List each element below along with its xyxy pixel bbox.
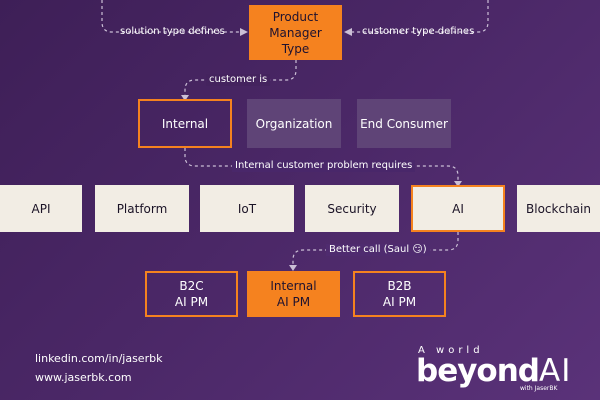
arrow-head [289,265,297,271]
pm-type-line2: Manager [269,25,322,40]
customer-internal-box: Internal [138,99,232,148]
label-better-call: Better call (Saul 😏) [326,244,430,256]
b2b-ai-pm-box: B2B AI PM [353,271,446,317]
solution-platform-box: Platform [95,185,189,232]
solution-api-label: API [31,201,51,216]
logo-wordmark: beyondAI [416,355,571,387]
internal-ai-pm-box: Internal AI PM [247,271,340,317]
b2c-ai-pm-line2: AI PM [174,295,209,309]
arrow-head [454,181,462,187]
arrow-head [240,28,248,36]
solution-ai-box: AI [411,185,505,232]
label-customer-type: customer type defines [362,26,475,37]
pm-type-line3: Type [281,41,310,56]
solution-iot-box: IoT [200,185,294,232]
pm-type-line1: Product [272,9,319,24]
logo-with-jaserbk: with JaserBK [520,385,558,392]
solution-iot-label: IoT [237,201,257,216]
solution-api-box: API [0,185,82,232]
arrow-head [181,95,189,101]
logo-tagline: A world [418,345,484,356]
beyond-ai-logo: A world beyondAI with JaserBK [416,345,576,393]
solution-blockchain-box: Blockchain [517,185,600,232]
b2b-ai-pm-line2: AI PM [382,295,417,309]
connector-customer-is [184,60,297,96]
arrow-head [344,28,352,36]
customer-end-consumer-box: End Consumer [357,99,451,148]
customer-internal-label: Internal [161,116,209,131]
label-solution-type: solution type defines [120,26,225,37]
connector-solution-type [101,0,240,33]
customer-end-consumer-label: End Consumer [360,116,448,131]
logo-word-ai: AI [538,353,572,389]
customer-organization-label: Organization [255,116,333,131]
b2c-ai-pm-box: B2C AI PM [145,271,238,317]
solution-security-label: Security [327,201,377,216]
solution-ai-label: AI [452,201,464,216]
logo-word-beyond: beyond [416,353,540,389]
product-manager-type-box: Product Manager Type [249,5,342,60]
website-link[interactable]: www.jaserbk.com [35,371,132,384]
b2c-ai-pm-line1: B2C [179,279,204,293]
solution-platform-label: Platform [116,201,168,216]
internal-ai-pm-line2: AI PM [276,295,311,309]
label-internal-requires: Internal customer problem requires [232,160,416,172]
linkedin-link[interactable]: linkedin.com/in/jaserbk [35,352,163,365]
solution-security-box: Security [305,185,399,232]
label-customer-is: customer is [206,74,271,86]
connector-customer-type [352,0,489,33]
b2b-ai-pm-line1: B2B [387,279,412,293]
internal-ai-pm-line1: Internal [270,279,317,293]
solution-blockchain-label: Blockchain [526,201,591,216]
customer-organization-box: Organization [247,99,341,148]
